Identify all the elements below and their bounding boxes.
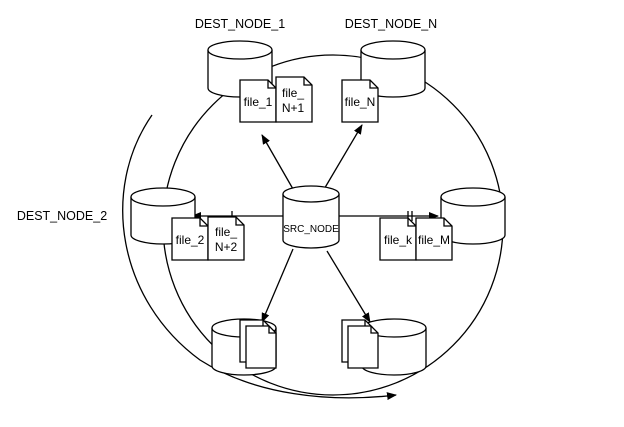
file-n-plus-1-label-line1: file_ bbox=[282, 86, 304, 100]
file-m-label: file_M bbox=[418, 233, 450, 247]
dest-node-n bbox=[360, 40, 426, 98]
arrow-to-dest-node-n bbox=[322, 124, 363, 192]
arrow-to-bottom-right-node bbox=[326, 250, 371, 323]
file-n-plus-2-label-line1: file_ bbox=[215, 225, 237, 239]
arrow-to-bottom-left-node bbox=[261, 248, 294, 323]
dest-node-1-label: DEST_NODE_1 bbox=[195, 17, 285, 31]
arrow-to-dest-node-1 bbox=[261, 134, 298, 197]
dest-node-n-label: DEST_NODE_N bbox=[345, 17, 437, 31]
file-doc-n bbox=[341, 79, 379, 123]
file-doc-n-plus-1 bbox=[275, 76, 313, 123]
rotation-arrow bbox=[122, 114, 397, 401]
file-k-label: file_k bbox=[384, 233, 413, 247]
file-stack-bottom-right bbox=[341, 319, 379, 369]
file-1-label: file_1 bbox=[244, 95, 273, 109]
arrows bbox=[191, 124, 439, 323]
file-doc-n-plus-2 bbox=[207, 216, 245, 261]
src-node bbox=[282, 185, 340, 249]
file-n-plus-1-label-line2: N+1 bbox=[282, 101, 305, 115]
file-n-label: file_N bbox=[345, 95, 376, 109]
file-2-label: file_2 bbox=[176, 233, 205, 247]
file-n-plus-2-label-line2: N+2 bbox=[215, 240, 238, 254]
file-stack-bottom-left bbox=[239, 319, 277, 369]
dest-node-2-label: DEST_NODE_2 bbox=[17, 209, 107, 223]
src-node-label: SRC_NODE bbox=[283, 224, 339, 235]
file-doc-m bbox=[415, 217, 453, 261]
